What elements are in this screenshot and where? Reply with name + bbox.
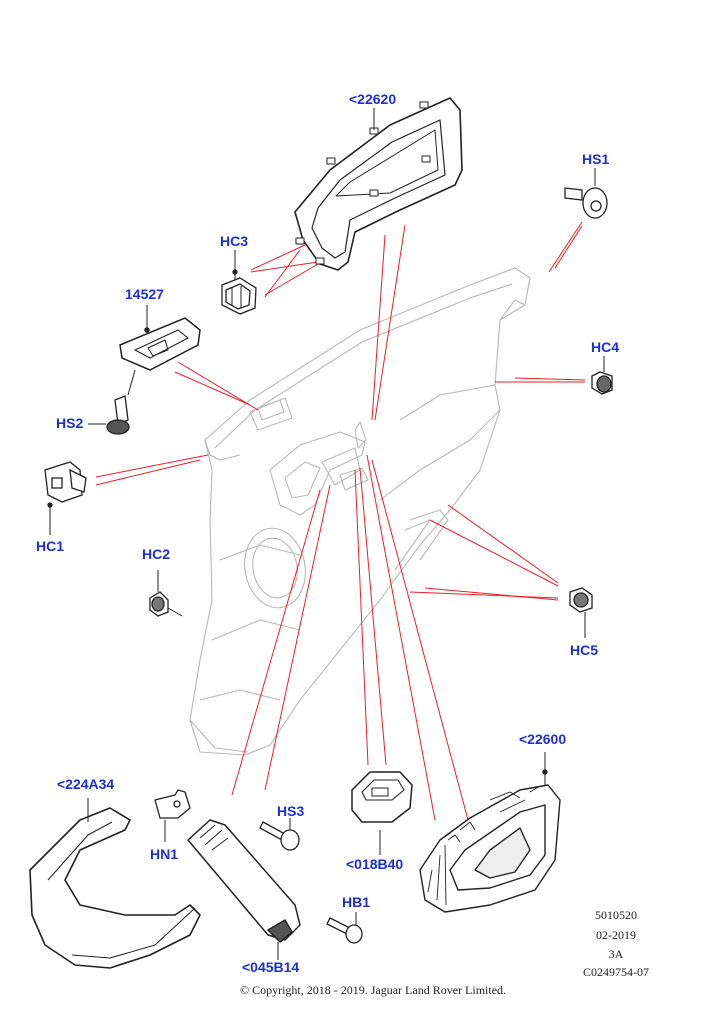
part-hc2-clip bbox=[149, 570, 183, 617]
part-22600-handle bbox=[419, 752, 561, 913]
label-hn1: HN1 bbox=[150, 846, 179, 862]
label-hs2: HS2 bbox=[56, 415, 84, 431]
label-hb1: HB1 bbox=[342, 894, 371, 910]
part-hs3-screw bbox=[259, 818, 300, 851]
footer-code: C0249754-07 bbox=[583, 965, 649, 979]
label-14527: 14527 bbox=[125, 286, 164, 302]
part-hb1-bolt bbox=[326, 912, 363, 944]
label-22600: <22600 bbox=[519, 731, 567, 747]
part-22620-bezel bbox=[294, 97, 463, 271]
part-hc3-clip bbox=[221, 250, 257, 315]
label-045b14: <045B14 bbox=[242, 959, 300, 975]
label-hc4: HC4 bbox=[591, 339, 620, 355]
part-224a34-trim bbox=[29, 798, 201, 969]
label-hs1: HS1 bbox=[582, 151, 610, 167]
label-018b40: <018B40 bbox=[346, 856, 404, 872]
part-hs1-fastener bbox=[564, 168, 608, 219]
part-hs2-fastener bbox=[88, 395, 130, 435]
leader-lines bbox=[95, 221, 586, 821]
footer-ref: 5010520 bbox=[595, 908, 637, 922]
part-14527-bezel bbox=[119, 305, 201, 396]
label-hc1: HC1 bbox=[36, 538, 65, 554]
footer-revision: 3A bbox=[608, 947, 624, 961]
part-hc1-clip bbox=[44, 461, 87, 535]
part-hc5-clip bbox=[569, 587, 593, 638]
label-22620: <22620 bbox=[349, 91, 397, 107]
label-224a34: <224A34 bbox=[57, 776, 115, 792]
label-hc5: HC5 bbox=[570, 642, 599, 658]
part-hn1-clip bbox=[154, 789, 191, 842]
part-045b14-insert bbox=[187, 819, 301, 960]
part-hc4-clip bbox=[591, 356, 613, 395]
footer-date: 02-2019 bbox=[596, 928, 636, 942]
label-hc3: HC3 bbox=[220, 233, 249, 249]
door-trim-panel bbox=[189, 267, 531, 756]
label-hs3: HS3 bbox=[277, 803, 305, 819]
footer-copyright: © Copyright, 2018 - 2019. Jaguar Land Ro… bbox=[239, 983, 507, 997]
part-018b40-switch bbox=[351, 771, 413, 855]
label-hc2: HC2 bbox=[142, 546, 171, 562]
